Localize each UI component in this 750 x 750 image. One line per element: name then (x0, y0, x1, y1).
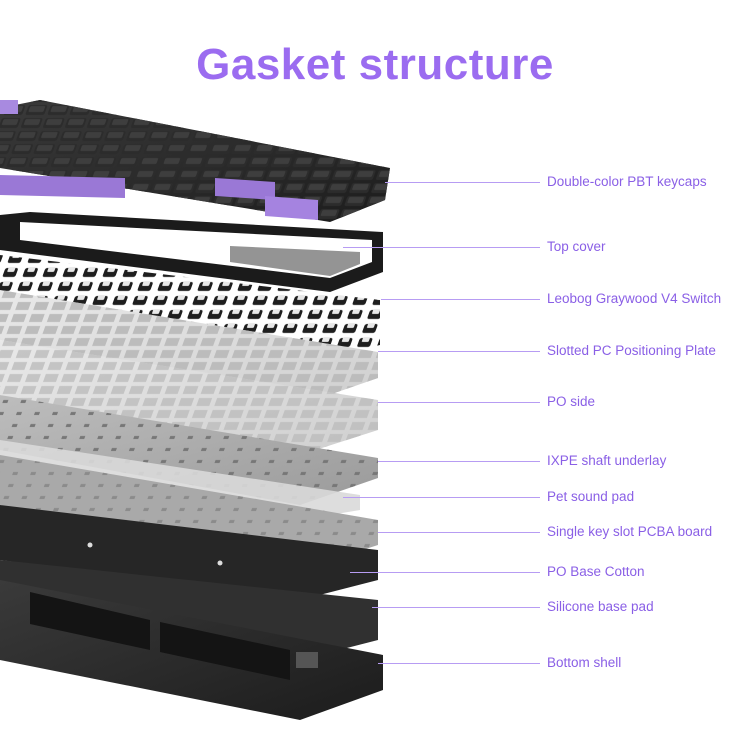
callout-line-switch (381, 299, 540, 300)
label-ixpe: IXPE shaft underlay (547, 453, 667, 468)
callout-line-top-cover (343, 247, 540, 248)
label-pcba: Single key slot PCBA board (547, 524, 713, 539)
ixpe-underlay-layer (0, 395, 378, 505)
keycaps-layer (0, 100, 390, 222)
label-positioning-plate: Slotted PC Positioning Plate (547, 343, 716, 358)
label-bottom-shell: Bottom shell (547, 655, 622, 670)
top-cover-layer (0, 212, 383, 292)
callout-line-pet-pad (343, 497, 540, 498)
callout-line-bottom-shell (378, 663, 540, 664)
callout-line-po-side (378, 402, 540, 403)
silicone-pad-layer (0, 560, 378, 660)
callout-line-silicone (372, 607, 540, 608)
callout-line-plate (378, 351, 540, 352)
label-switch: Leobog Graywood V4 Switch (547, 291, 722, 306)
label-keycaps: Double-color PBT keycaps (547, 174, 707, 189)
label-po-base: PO Base Cotton (547, 564, 645, 579)
bottom-shell-layer (0, 580, 383, 720)
callout-line-keycaps (385, 182, 540, 183)
label-po-side: PO side (547, 394, 596, 409)
label-pet-pad: Pet sound pad (547, 489, 635, 504)
po-base-cotton-layer (0, 505, 378, 600)
po-side-layer (0, 340, 378, 455)
callout-line-ixpe (378, 461, 540, 462)
page-title: Gasket structure (196, 40, 554, 89)
positioning-plate-layer (0, 290, 378, 405)
callout-line-po-base (350, 572, 540, 573)
pet-sound-pad-layer (0, 440, 360, 520)
label-silicone: Silicone base pad (547, 599, 654, 614)
label-top-cover: Top cover (547, 239, 606, 254)
callout-line-pcba (378, 532, 540, 533)
